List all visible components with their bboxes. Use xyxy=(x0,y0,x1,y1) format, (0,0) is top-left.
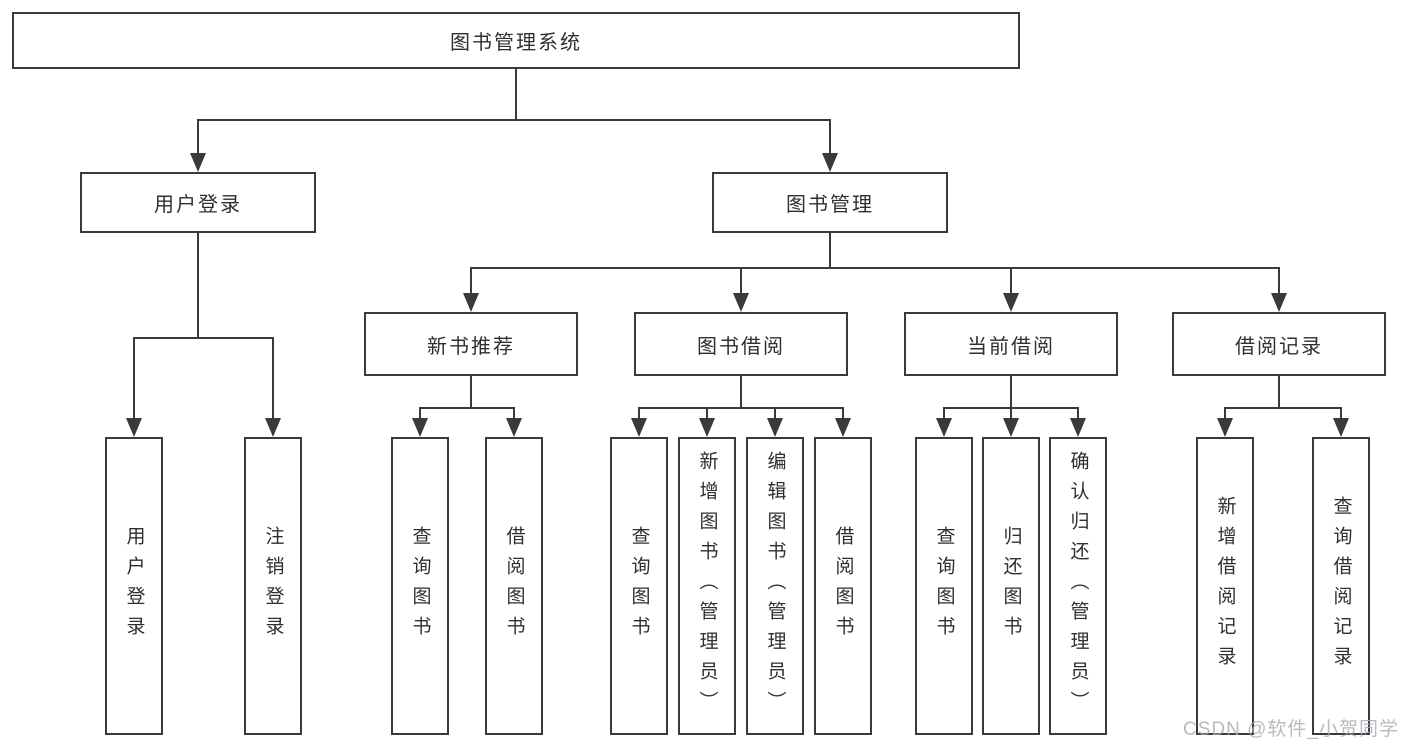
node-label: 用户登录 xyxy=(154,194,242,216)
leaf-label: 新增图书（管理员） xyxy=(696,451,718,721)
leaf-label: 确认归还（管理员） xyxy=(1067,451,1089,721)
node-book-management: 图书管理 xyxy=(712,172,948,233)
leaf-label: 查询图书 xyxy=(628,526,650,646)
leaf-label: 查询图书 xyxy=(409,526,431,646)
node-label: 图书管理 xyxy=(786,194,874,216)
csdn-watermark: CSDN @软件_小贺同学 xyxy=(1183,719,1399,740)
leaf-label: 查询借阅记录 xyxy=(1330,496,1352,676)
node-label: 新书推荐 xyxy=(427,335,515,358)
node-current-borrowing: 当前借阅 xyxy=(904,312,1118,376)
leaf-label: 归还图书 xyxy=(1000,526,1022,646)
leaf-user-login: 用户登录 xyxy=(105,437,163,735)
leaf-label: 编辑图书（管理员） xyxy=(764,451,786,721)
node-library-management-system: 图书管理系统 xyxy=(12,12,1020,69)
node-new-book-recommendation: 新书推荐 xyxy=(364,312,578,376)
leaf-label: 注销登录 xyxy=(262,526,284,646)
leaf-add-borrow-record: 新增借阅记录 xyxy=(1196,437,1254,735)
leaf-return-books: 归还图书 xyxy=(982,437,1040,735)
leaf-edit-books-admin: 编辑图书（管理员） xyxy=(746,437,804,735)
leaf-add-books-admin: 新增图书（管理员） xyxy=(678,437,736,735)
node-label: 图书借阅 xyxy=(697,335,785,358)
leaf-label: 借阅图书 xyxy=(503,526,525,646)
arrowhead-icons xyxy=(126,153,1349,437)
leaf-label: 借阅图书 xyxy=(832,526,854,646)
leaf-query-borrow-record: 查询借阅记录 xyxy=(1312,437,1370,735)
connector-lines xyxy=(133,68,1342,420)
leaf-query-books-current: 查询图书 xyxy=(915,437,973,735)
leaf-borrow-books-recommend: 借阅图书 xyxy=(485,437,543,735)
leaf-label: 查询图书 xyxy=(933,526,955,646)
node-book-borrowing: 图书借阅 xyxy=(634,312,848,376)
node-label: 当前借阅 xyxy=(967,335,1055,358)
leaf-label: 新增借阅记录 xyxy=(1214,496,1236,676)
node-label: 图书管理系统 xyxy=(450,32,582,54)
node-borrowing-records: 借阅记录 xyxy=(1172,312,1386,376)
leaf-query-books-recommend: 查询图书 xyxy=(391,437,449,735)
leaf-logout: 注销登录 xyxy=(244,437,302,735)
leaf-confirm-return-admin: 确认归还（管理员） xyxy=(1049,437,1107,735)
node-label: 借阅记录 xyxy=(1235,335,1323,358)
leaf-label: 用户登录 xyxy=(123,526,145,646)
leaf-query-books-borrowing: 查询图书 xyxy=(610,437,668,735)
leaf-borrow-books: 借阅图书 xyxy=(814,437,872,735)
node-user-login: 用户登录 xyxy=(80,172,316,233)
